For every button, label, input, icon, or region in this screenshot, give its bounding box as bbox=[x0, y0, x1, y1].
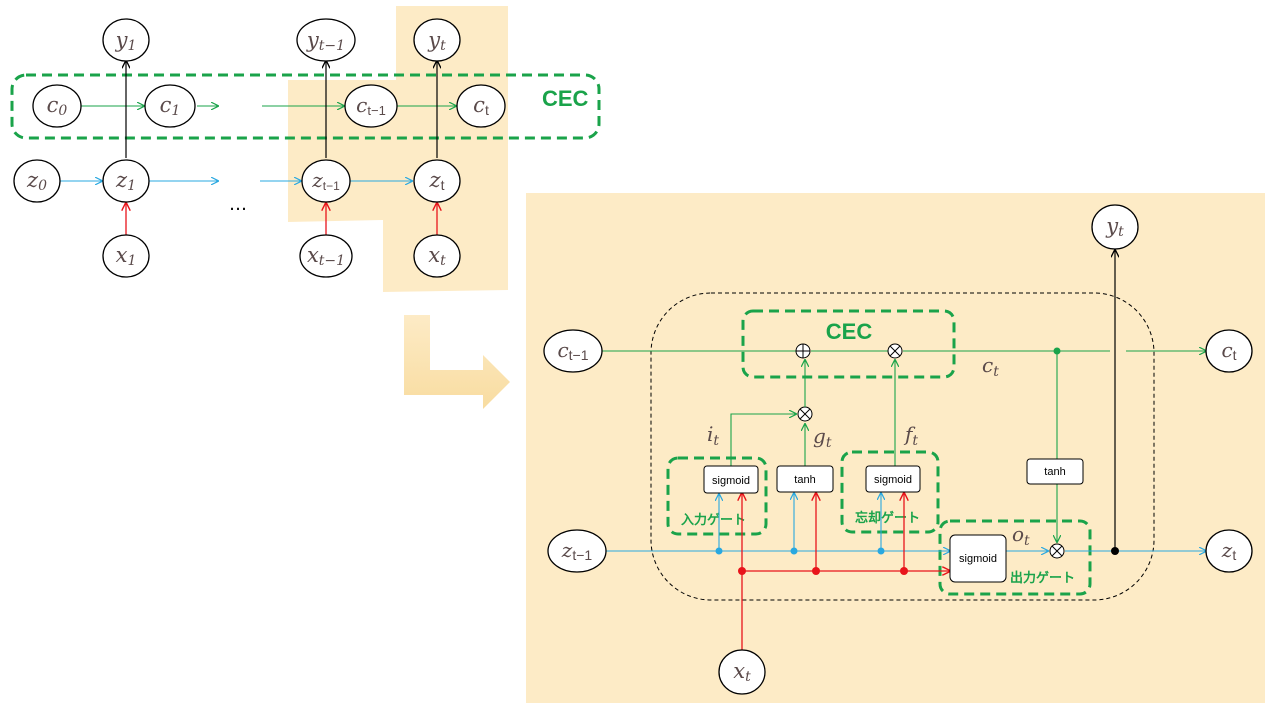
node-z0: z0 bbox=[13, 159, 61, 203]
svg-text:c1: c1 bbox=[160, 93, 181, 119]
input-multiply-operator bbox=[797, 406, 813, 422]
svg-text:ct: ct bbox=[473, 93, 489, 118]
svg-text:y1: y1 bbox=[115, 28, 137, 54]
svg-text:yt−1: yt−1 bbox=[306, 28, 345, 54]
input-gate-label: 入力ゲート bbox=[681, 512, 746, 527]
forget-sigmoid-box: sigmoid bbox=[865, 465, 921, 493]
junction-tanh bbox=[790, 547, 798, 555]
svg-text:z1: z1 bbox=[115, 168, 136, 194]
cec-label-cell: CEC bbox=[826, 319, 873, 344]
node-ctm1: ct−1 bbox=[344, 84, 398, 128]
node-zt: zt bbox=[413, 159, 461, 203]
cell-node-yt: yt bbox=[1091, 204, 1139, 250]
svg-text:zt−1: zt−1 bbox=[561, 538, 593, 563]
svg-text:xt−1: xt−1 bbox=[307, 243, 345, 269]
svg-text:sigmoid: sigmoid bbox=[712, 475, 750, 487]
forget-multiply-operator bbox=[887, 343, 903, 359]
junction-input bbox=[715, 547, 723, 555]
svg-text:zt: zt bbox=[1221, 538, 1237, 563]
forget-gate-region bbox=[840, 450, 940, 534]
node-xtm1: xt−1 bbox=[299, 234, 353, 278]
output-sigmoid-box: sigmoid bbox=[949, 534, 1007, 583]
input-sigmoid-box: sigmoid bbox=[703, 465, 759, 494]
svg-text:ct−1: ct−1 bbox=[557, 338, 588, 363]
output-multiply-operator bbox=[1049, 543, 1065, 559]
node-ytm1: yt−1 bbox=[296, 18, 356, 62]
junction-x-1 bbox=[738, 567, 746, 575]
node-c1: c1 bbox=[144, 84, 196, 128]
junction-x-3 bbox=[900, 567, 908, 575]
cell-node-zt: zt bbox=[1205, 529, 1253, 573]
node-y1: y1 bbox=[102, 18, 150, 62]
tanh-out-box: tanh bbox=[1026, 458, 1084, 485]
svg-text:z0: z0 bbox=[26, 168, 47, 194]
cell-node-xt: xt bbox=[718, 649, 766, 695]
label-i: it bbox=[707, 422, 719, 449]
svg-text:c0: c0 bbox=[47, 93, 68, 119]
cell-node-ztm1: zt−1 bbox=[547, 529, 607, 573]
input-gate-region bbox=[666, 456, 768, 536]
tanh-g-box: tanh bbox=[776, 465, 834, 493]
node-c0: c0 bbox=[32, 84, 82, 128]
arrow-i-to-mult bbox=[730, 414, 796, 466]
junction-x-2 bbox=[812, 567, 820, 575]
forget-gate-label: 忘却ゲート bbox=[855, 510, 920, 525]
junction-y bbox=[1111, 547, 1119, 555]
node-xt: xt bbox=[413, 234, 461, 278]
cec-region-cell bbox=[741, 309, 956, 379]
output-gate-region bbox=[938, 519, 1092, 596]
cec-label-unrolled: CEC bbox=[542, 86, 589, 111]
cell-node-ctm1: ct−1 bbox=[543, 329, 603, 373]
svg-text:ct: ct bbox=[1221, 338, 1236, 363]
node-yt: yt bbox=[413, 18, 461, 62]
plus-operator bbox=[795, 343, 811, 359]
unrolled-network: CEC … y1 yt−1 yt bbox=[10, 6, 601, 292]
svg-text:sigmoid: sigmoid bbox=[874, 474, 912, 486]
node-ct: ct bbox=[456, 84, 506, 128]
node-z1: z1 bbox=[102, 159, 150, 203]
svg-text:zt−1: zt−1 bbox=[311, 168, 340, 193]
label-g: gt bbox=[813, 424, 832, 451]
svg-text:tanh: tanh bbox=[794, 474, 815, 486]
node-x1: x1 bbox=[102, 234, 150, 278]
label-o: ot bbox=[1012, 522, 1030, 549]
cell-boundary bbox=[650, 292, 1155, 601]
junction-forget bbox=[877, 547, 885, 555]
svg-text:yt: yt bbox=[1105, 214, 1124, 240]
ellipsis: … bbox=[229, 194, 247, 215]
cec-region-unrolled bbox=[10, 73, 601, 140]
svg-text:xt: xt bbox=[733, 659, 751, 685]
output-gate-label: 出力ゲート bbox=[1010, 570, 1075, 585]
svg-text:ct−1: ct−1 bbox=[356, 93, 386, 118]
svg-text:xt: xt bbox=[428, 243, 446, 269]
svg-text:yt: yt bbox=[427, 28, 446, 54]
svg-text:sigmoid: sigmoid bbox=[959, 553, 997, 565]
cell-node-ct: ct bbox=[1205, 329, 1253, 373]
svg-text:x1: x1 bbox=[116, 243, 137, 269]
lstm-cell-detail: CEC 入力ゲート 忘却ゲート 出力ゲート bbox=[526, 193, 1265, 703]
label-c: ct bbox=[982, 353, 999, 380]
node-ztm1: zt−1 bbox=[301, 159, 351, 203]
svg-text:tanh: tanh bbox=[1044, 466, 1065, 478]
svg-text:zt: zt bbox=[429, 168, 445, 193]
highlight-panel bbox=[288, 6, 508, 292]
zoom-arrow bbox=[404, 315, 510, 409]
